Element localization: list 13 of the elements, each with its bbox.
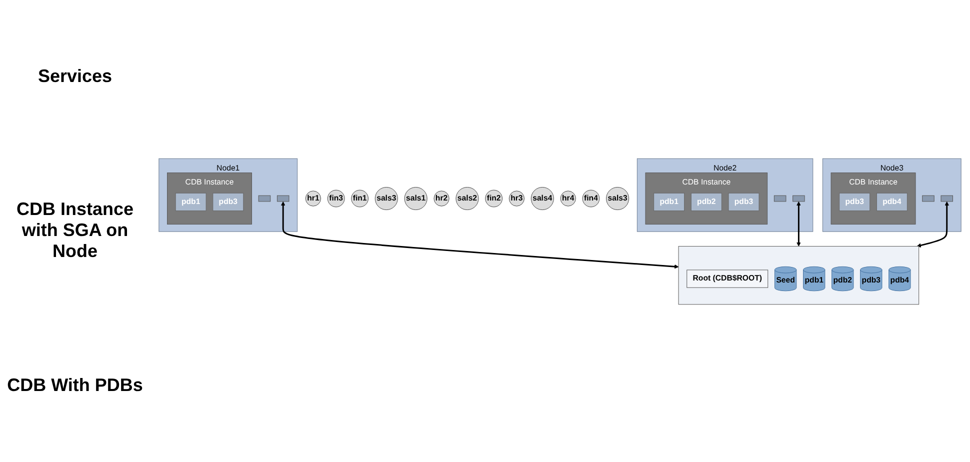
node-box [258,194,271,202]
row-label: Services [36,66,114,88]
node-box [922,194,934,202]
arrow [916,200,950,247]
node-box [792,194,805,202]
row-label: CDB Instance with SGA on Node [15,199,135,262]
arrow [796,200,801,246]
node-box [276,194,290,202]
row-label: CDB With PDBs [6,374,144,396]
node-box [940,194,953,202]
cluster [678,246,920,304]
node-box [774,194,786,202]
arrow [280,200,679,268]
